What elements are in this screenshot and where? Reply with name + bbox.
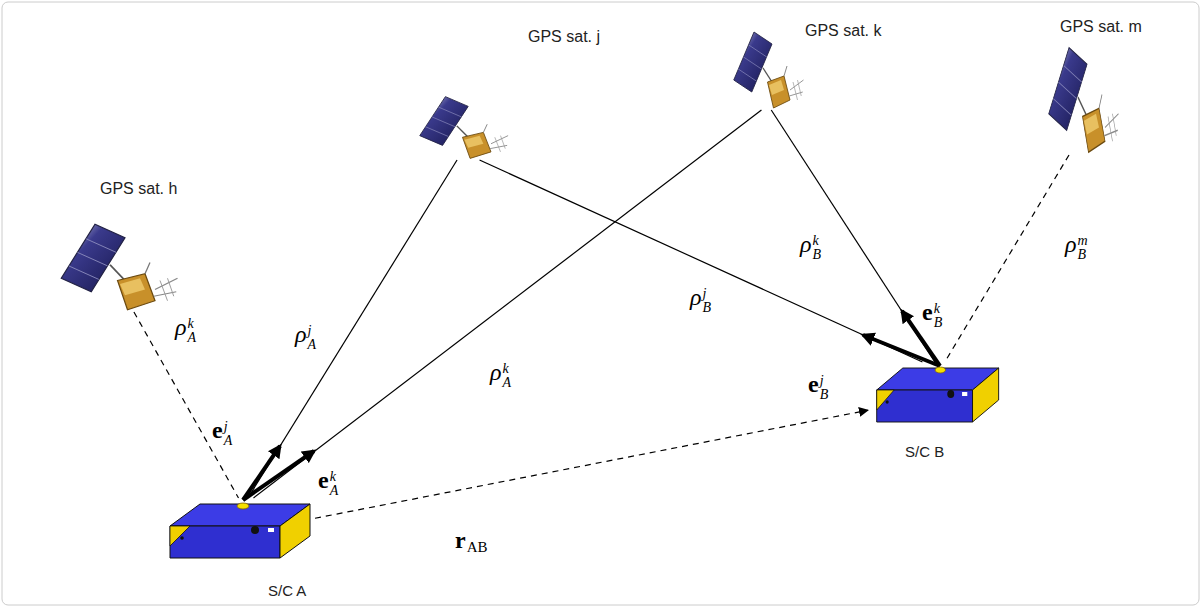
- unit-vector-label: eBk: [922, 300, 942, 331]
- gps-satellite: GPS sat. h: [55, 222, 180, 312]
- range-line: [771, 110, 935, 362]
- spacecraft: S/C B: [868, 362, 1003, 434]
- spacecraft-icon: [868, 362, 1003, 434]
- range-label: ρAj: [295, 322, 316, 353]
- dashed-range-line: [315, 410, 868, 518]
- node-label: GPS sat. k: [805, 22, 881, 40]
- unit-vector-label: eAk: [318, 468, 338, 499]
- range-label: ρBj: [690, 285, 711, 316]
- gps-satellite-icon: [55, 222, 180, 312]
- range-label: rAB: [455, 528, 488, 555]
- node-label: S/C B: [905, 443, 944, 460]
- range-label: ρAk: [175, 315, 196, 346]
- gps-satellite: GPS sat. m: [1045, 45, 1120, 155]
- gps-satellite-icon: [730, 30, 805, 110]
- gps-satellite-icon: [415, 95, 510, 160]
- dashed-range-line: [134, 312, 239, 498]
- range-line: [253, 110, 761, 498]
- gps-satellite-icon: [1045, 45, 1120, 155]
- gps-satellite: GPS sat. k: [730, 30, 805, 110]
- node-label: GPS sat. m: [1060, 18, 1142, 36]
- node-label: GPS sat. h: [100, 180, 177, 198]
- node-label: GPS sat. j: [528, 28, 600, 46]
- unit-vector-label: eBj: [808, 372, 828, 403]
- dashed-range-line: [945, 155, 1069, 362]
- range-line: [480, 160, 923, 362]
- range-label: ρBk: [800, 232, 821, 263]
- range-label: ρAk: [490, 360, 511, 391]
- range-line: [248, 160, 457, 498]
- node-label: S/C A: [268, 582, 306, 599]
- spacecraft: S/C A: [160, 498, 315, 570]
- range-label: ρBm: [1065, 232, 1088, 263]
- unit-vector-arrow: [243, 451, 314, 500]
- spacecraft-icon: [160, 498, 315, 570]
- unit-vector-label: eAj: [212, 418, 232, 449]
- gps-satellite: GPS sat. j: [415, 95, 510, 160]
